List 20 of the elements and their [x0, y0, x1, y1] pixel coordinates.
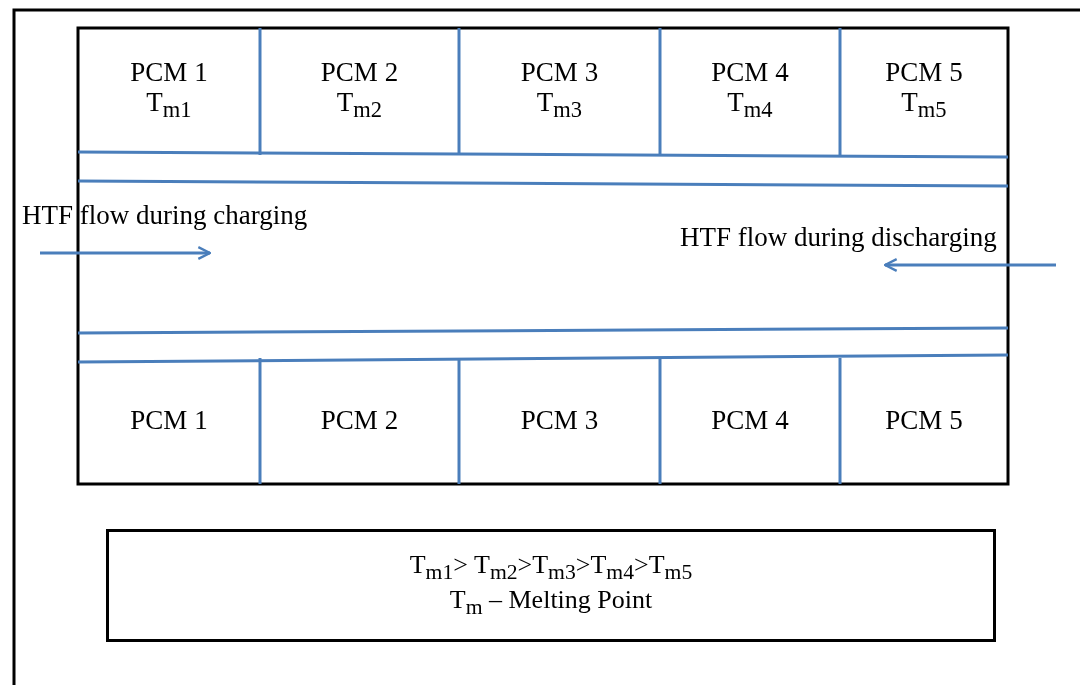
cell-label: PCM 5 — [885, 406, 963, 436]
flow-label: HTF flow during discharging — [680, 222, 997, 253]
flow-label: HTF flow during charging — [22, 200, 308, 231]
cell-label: PCM 3 — [520, 406, 599, 436]
legend-text: T$_{m}$ – Melting Point — [449, 585, 653, 620]
cell-label: PCM 1 — [130, 58, 208, 88]
melting-point-label: T$_{m5}$ — [901, 87, 947, 123]
cell-label: PCM 4 — [711, 406, 789, 436]
cell-label: PCM 2 — [320, 58, 399, 88]
melting-point-label: T$_{m2}$ — [336, 87, 383, 123]
cell-label: PCM 2 — [320, 406, 399, 436]
melting-point-label: T$_{m1}$ — [146, 87, 192, 123]
cell-label: PCM 4 — [711, 58, 789, 88]
cell-label: PCM 1 — [130, 406, 208, 436]
cell-label: PCM 5 — [885, 58, 963, 88]
melting-point-label: T$_{m4}$ — [727, 87, 773, 123]
note-box — [106, 529, 996, 642]
inequality-text: T$_{m1}$> T$_{m2}$>T$_{m3}$>T$_{m4}$>T$_{m5}$ — [409, 551, 693, 586]
cell-label: PCM 3 — [520, 58, 599, 88]
melting-point-label: T$_{m3}$ — [536, 87, 583, 123]
